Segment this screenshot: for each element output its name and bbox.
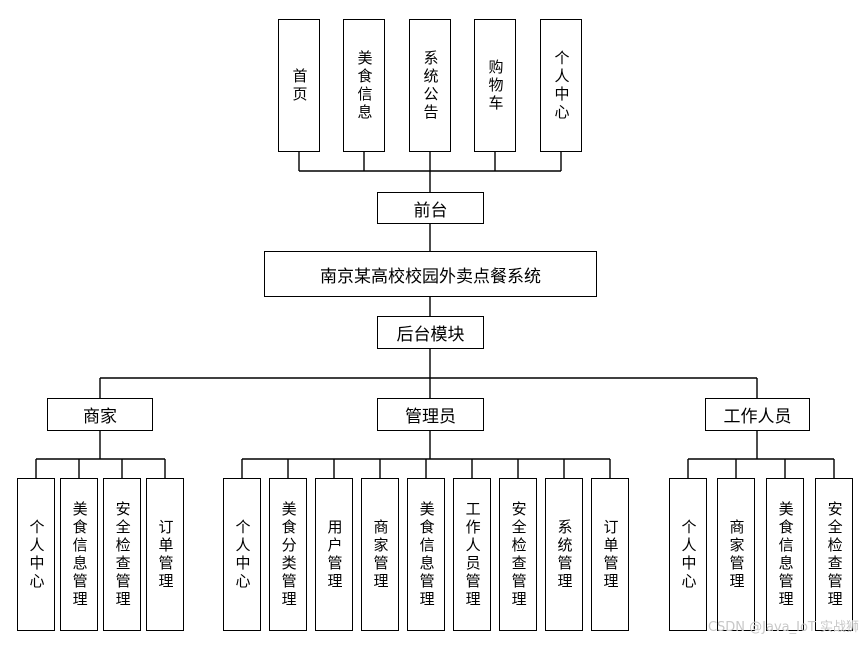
admin-item-node: 订单管理: [591, 478, 629, 631]
top-node-home: 首页: [278, 19, 320, 152]
admin-item-node: 工作人员管理: [453, 478, 491, 631]
role-node-merchant: 商家: [47, 398, 153, 431]
merchant-item-node: 美食信息管理: [60, 478, 98, 631]
staff-item-node: 安全检查管理: [815, 478, 853, 631]
admin-item-node: 个人中心: [223, 478, 261, 631]
watermark: CSDN @Java_IoT 实战狮: [707, 620, 859, 635]
top-node-personal-center: 个人中心: [540, 19, 582, 152]
frontend-node: 前台: [377, 192, 484, 224]
top-node-cart: 购物车: [474, 19, 516, 152]
admin-item-node: 美食分类管理: [269, 478, 307, 631]
top-node-food-info: 美食信息: [343, 19, 385, 152]
admin-item-node: 用户管理: [315, 478, 353, 631]
staff-item-node: 商家管理: [717, 478, 755, 631]
admin-item-node: 系统管理: [545, 478, 583, 631]
admin-item-node: 美食信息管理: [407, 478, 445, 631]
system-root-node: 南京某高校校园外卖点餐系统: [264, 251, 597, 297]
admin-item-node: 商家管理: [361, 478, 399, 631]
merchant-item-node: 个人中心: [17, 478, 55, 631]
backend-node: 后台模块: [377, 316, 484, 349]
merchant-item-node: 安全检查管理: [103, 478, 141, 631]
staff-item-node: 个人中心: [669, 478, 707, 631]
merchant-item-node: 订单管理: [146, 478, 184, 631]
role-node-admin: 管理员: [377, 398, 484, 431]
role-node-staff: 工作人员: [705, 398, 810, 431]
staff-item-node: 美食信息管理: [766, 478, 804, 631]
top-node-announcement: 系统公告: [409, 19, 451, 152]
admin-item-node: 安全检查管理: [499, 478, 537, 631]
